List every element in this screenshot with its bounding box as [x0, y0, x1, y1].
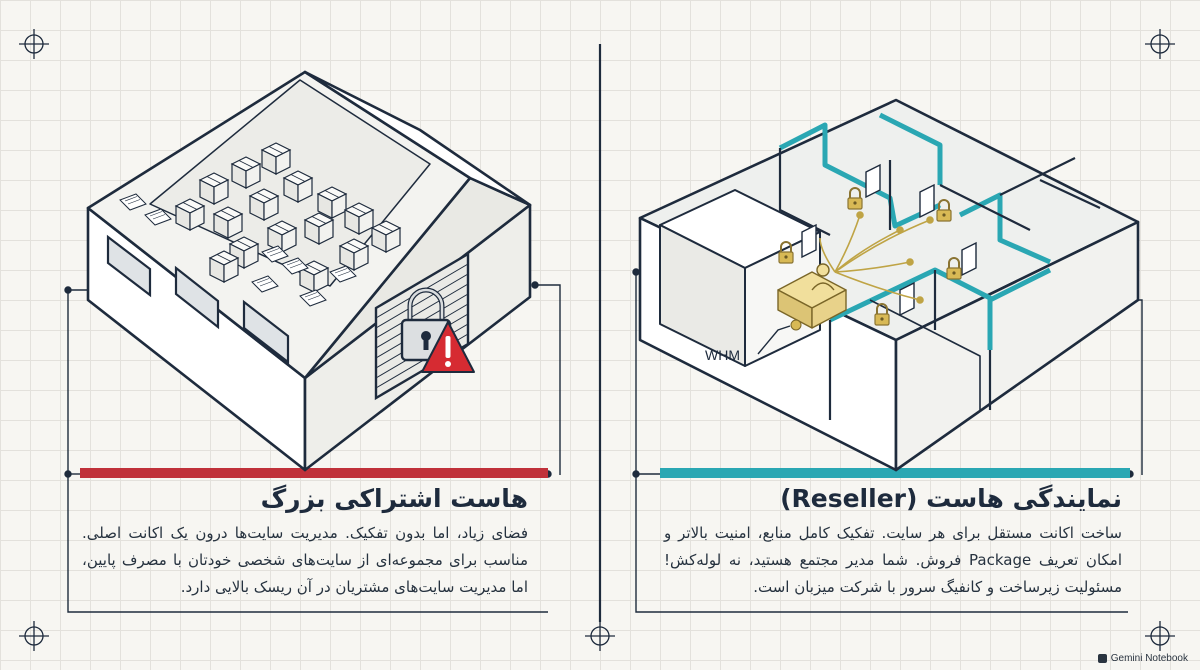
building-floorplan-icon: [638, 98, 1140, 472]
right-panel-title: نمایندگی هاست (Reseller): [780, 484, 1122, 513]
warning-icon: [421, 321, 475, 373]
left-accent-bar: [80, 468, 548, 478]
gemini-logo-icon: [1097, 654, 1107, 663]
left-panel-text: هاست اشتراکی بزرگ فضای زیاد، اما بدون تف…: [82, 482, 528, 601]
network-lines: [819, 211, 934, 304]
watermark-text: Gemini Notebook: [1110, 653, 1188, 664]
whm-label: WHM: [705, 347, 740, 363]
crosshair-icon: [584, 620, 616, 652]
crosshair-icon: [1144, 620, 1176, 652]
right-accent-bar: [660, 468, 1130, 478]
right-panel-text: نمایندگی هاست (Reseller) ساخت اکانت مستق…: [664, 482, 1122, 601]
left-panel-description: فضای زیاد، اما بدون تفکیک. مدیریت سایت‌ه…: [82, 524, 528, 596]
crosshair-icon: [1144, 28, 1176, 60]
crosshair-icon: [18, 620, 50, 652]
warehouse-windows: [106, 234, 290, 365]
door-icon: [801, 163, 977, 317]
left-panel-title: هاست اشتراکی بزرگ: [260, 484, 528, 513]
right-panel-description: ساخت اکانت مستقل برای هر سایت. تفکیک کام…: [664, 524, 1123, 596]
crosshair-icon: [18, 28, 50, 60]
manager-icon: [811, 263, 835, 291]
watermark: Gemini Notebook: [1097, 653, 1188, 664]
whm-callout: WHM: [705, 319, 802, 363]
